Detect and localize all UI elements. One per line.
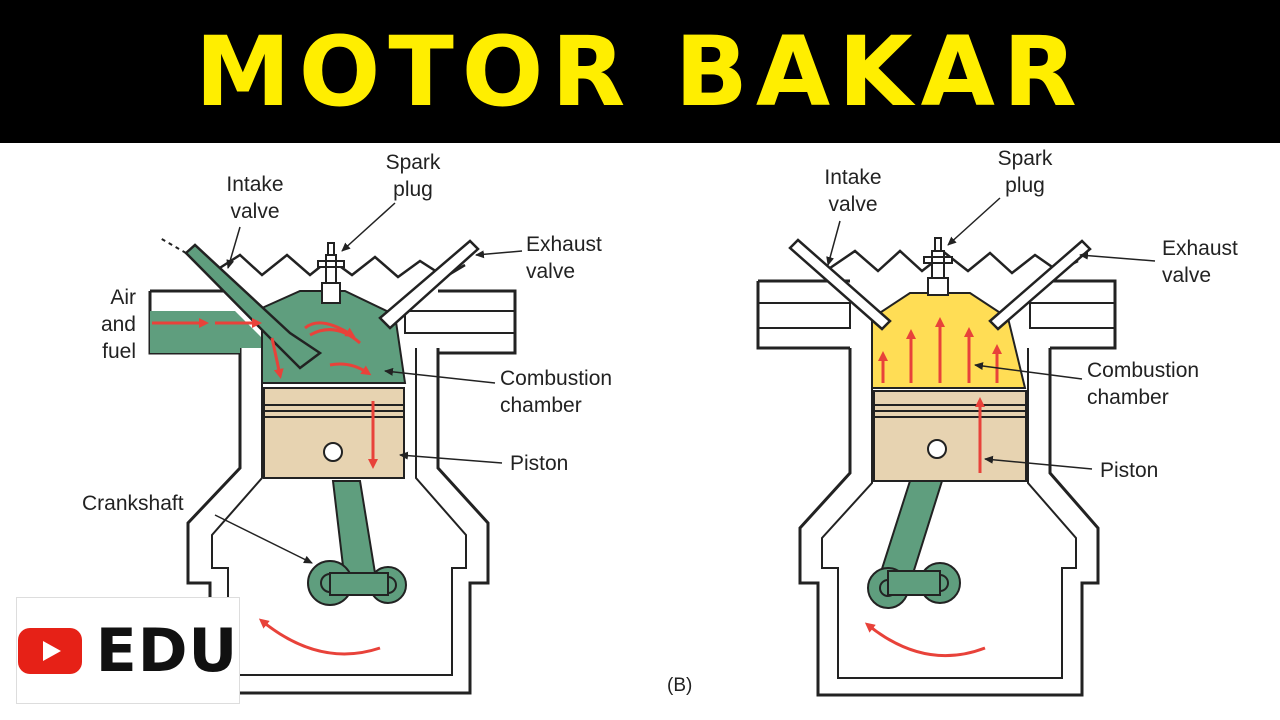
left-exhaust-valve: [378, 239, 480, 330]
right-engine: [756, 197, 1156, 697]
left-spark-plug: [317, 242, 345, 304]
left-intake-valve: [184, 243, 323, 370]
right-spark-plug: [923, 237, 953, 296]
left-engine-block: [186, 348, 490, 695]
left-label-spark-plug: Spark plug: [385, 151, 441, 201]
engine-diagram-art: [148, 197, 1156, 697]
left-label-piston: Piston: [510, 452, 569, 475]
left-label-combustion-chamber: Combustion chamber: [500, 367, 613, 417]
left-label-air-fuel: Air and fuel: [100, 286, 136, 363]
page-title: MOTOR BAKAR: [195, 15, 1085, 128]
right-engine-block: [798, 348, 1100, 697]
right-label-intake-valve: Intake valve: [824, 166, 882, 216]
right-label-spark-plug: Spark plug: [997, 147, 1053, 197]
left-piston: [263, 387, 405, 479]
right-intake-valve: [788, 238, 892, 331]
left-label-intake-valve: Intake valve: [226, 173, 284, 223]
right-label-piston: Piston: [1100, 459, 1159, 482]
left-label-exhaust-valve: Exhaust valve: [526, 233, 602, 283]
badge-label: EDU: [95, 615, 239, 686]
engine-diagrams: Spark plug Intake valve Exhaust valve Ai…: [0, 143, 1280, 720]
diagram-caption: (B): [667, 675, 693, 696]
channel-badge: EDU: [16, 597, 240, 704]
title-banner: MOTOR BAKAR: [0, 0, 1280, 143]
left-label-crankshaft: Crankshaft: [82, 492, 184, 515]
right-label-exhaust-valve: Exhaust valve: [1162, 237, 1238, 287]
youtube-play-icon: [17, 627, 82, 674]
right-exhaust-valve: [988, 239, 1092, 331]
right-label-combustion-chamber: Combustion chamber: [1087, 359, 1200, 409]
left-engine: [148, 202, 523, 695]
